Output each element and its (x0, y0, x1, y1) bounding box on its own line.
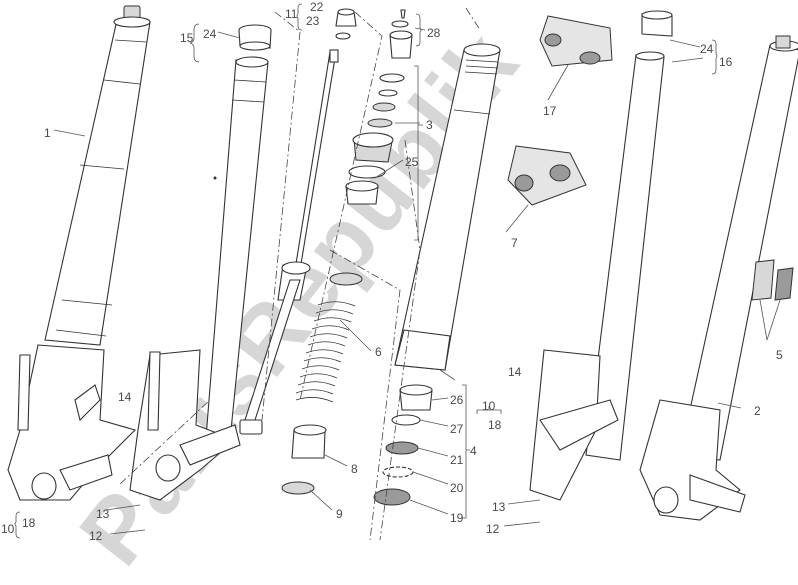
leader-lines (53, 27, 781, 535)
callout-19[interactable]: 19 (450, 511, 464, 525)
callout-10-right[interactable]: 10 (482, 399, 496, 413)
callout-28[interactable]: 28 (427, 26, 441, 40)
fork-inner-tube (129, 24, 272, 501)
callout-26[interactable]: 26 (450, 393, 464, 407)
callout-3[interactable]: 3 (426, 118, 433, 132)
callout-24-right[interactable]: 24 (700, 42, 714, 56)
callout-24-left[interactable]: 24 (203, 27, 217, 41)
callout-23[interactable]: 23 (306, 14, 320, 28)
callout-8[interactable]: 8 (351, 462, 358, 476)
group-brackets (14, 3, 718, 539)
fork-leg-left (7, 5, 151, 501)
callout-10-left[interactable]: 10 (1, 522, 15, 536)
callout-14-right[interactable]: 14 (508, 365, 522, 379)
callout-5[interactable]: 5 (776, 348, 783, 362)
callout-14-left[interactable]: 14 (118, 390, 132, 404)
callout-11[interactable]: 11 (285, 7, 298, 21)
callout-21[interactable]: 21 (450, 453, 464, 467)
callout-16[interactable]: 16 (719, 55, 733, 69)
callout-18-right[interactable]: 18 (488, 418, 502, 432)
top-cap-stack (345, 9, 413, 205)
fork-right-assembly (507, 10, 798, 521)
callout-7[interactable]: 7 (511, 236, 518, 250)
callout-25[interactable]: 25 (405, 155, 419, 169)
assembly-guide-lines (119, 7, 481, 541)
callout-22[interactable]: 22 (310, 0, 324, 14)
fork-outer-tube (373, 43, 501, 506)
callout-18-left[interactable]: 18 (22, 516, 36, 530)
callout-12-right[interactable]: 12 (486, 522, 500, 536)
damper-cartridge (239, 8, 357, 435)
diagram-drawing: .ol{fill:#fff;stroke:#333;stroke-width:1… (7, 3, 798, 541)
callout-27[interactable]: 27 (450, 422, 464, 436)
callout-1[interactable]: 1 (44, 126, 51, 140)
callout-15[interactable]: 15 (180, 31, 194, 45)
callout-9[interactable]: 9 (336, 507, 343, 521)
callout-13-left[interactable]: 13 (96, 507, 110, 521)
callout-12-left[interactable]: 12 (89, 529, 103, 543)
callout-17[interactable]: 17 (543, 104, 557, 118)
fork-spring (281, 272, 363, 495)
callout-2[interactable]: 2 (754, 404, 761, 418)
callout-13-right[interactable]: 13 (492, 500, 506, 514)
callout-4[interactable]: 4 (470, 444, 477, 458)
callout-20[interactable]: 20 (450, 481, 464, 495)
callout-6[interactable]: 6 (375, 345, 382, 359)
